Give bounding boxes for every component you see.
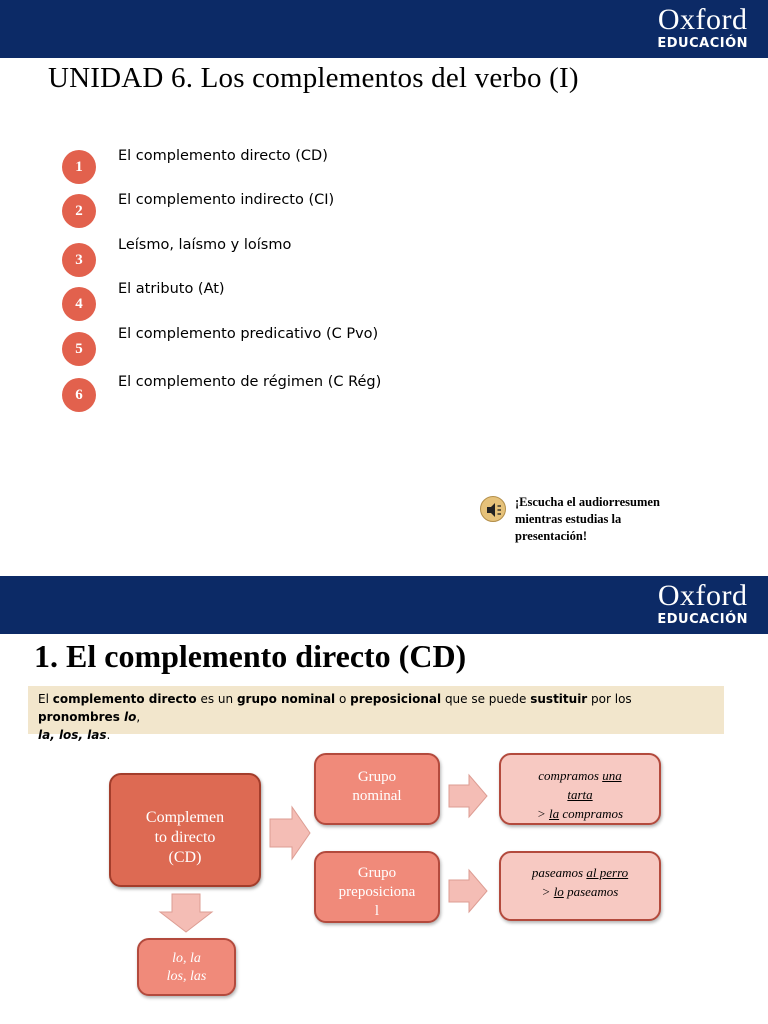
number-badge: 6 [62, 378, 96, 412]
down-arrow-icon [158, 893, 214, 933]
box-line: l [374, 903, 380, 919]
box-line: nominal [352, 788, 402, 804]
pronombres-box: lo, la los, las [137, 938, 236, 996]
table-of-contents: 1 El complemento directo (CD) 2 El compl… [0, 0, 768, 448]
slide-2: Oxford EDUCACIÓN 1. El complemento direc… [0, 576, 768, 1024]
audio-note[interactable]: ¡Escucha el audiorresumen mientras estud… [480, 494, 720, 554]
example-text: compramos [559, 806, 624, 821]
toc-item-5[interactable]: 5 El complemento predicativo (C Pvo) [0, 326, 768, 370]
box-line: lo, la [172, 951, 201, 966]
toc-item-label: Leísmo, laísmo y loísmo [118, 237, 292, 253]
example-underlined: tarta [567, 787, 593, 802]
logo-main-text: Oxford [657, 3, 748, 36]
right-arrow-icon [269, 805, 311, 861]
toc-item-label: El complemento de régimen (C Rég) [118, 374, 382, 390]
header-banner: Oxford EDUCACIÓN [0, 576, 768, 634]
grupo-preposicional-box: Grupo preposiciona l [314, 851, 440, 923]
number-badge: 3 [62, 243, 96, 277]
box-line: to directo [154, 829, 216, 846]
def-italic: la, los, las [38, 728, 107, 742]
logo-sub-text: EDUCACIÓN [657, 612, 748, 627]
def-text: . [106, 728, 111, 742]
example-underlined: la [548, 806, 560, 821]
toc-item-label: El complemento predicativo (C Pvo) [118, 326, 379, 342]
grupo-nominal-box: Grupo nominal [314, 753, 440, 825]
toc-item-3[interactable]: 3 Leísmo, laísmo y loísmo [0, 237, 768, 281]
example-text: paseamos [563, 884, 619, 899]
slide-gap [0, 448, 768, 576]
toc-item-4[interactable]: 4 El atributo (At) [0, 281, 768, 325]
toc-item-6[interactable]: 6 El complemento de régimen (C Rég) [0, 374, 768, 418]
complemento-directo-box: Complemen to directo (CD) [109, 773, 261, 887]
speaker-icon-graphic [487, 503, 501, 517]
example-box-2: paseamos al perro > lo paseamos [499, 851, 661, 921]
def-text: por los [587, 692, 632, 706]
box-line: (CD) [168, 849, 202, 866]
box-line: preposiciona [338, 884, 416, 900]
def-text: o [335, 692, 351, 706]
toc-item-1[interactable]: 1 El complemento directo (CD) [0, 148, 768, 192]
audio-line-1: ¡Escucha el audiorresumen [515, 495, 660, 509]
def-bold: preposicional [350, 692, 442, 706]
example-box-1: compramos una tarta > la compramos [499, 753, 661, 825]
def-bold: complemento directo [52, 692, 197, 706]
header-banner: Oxford EDUCACIÓN [0, 0, 768, 58]
def-bold: sustituir [530, 692, 588, 706]
def-bold: grupo nominal [236, 692, 336, 706]
oxford-logo: Oxford EDUCACIÓN [657, 3, 748, 52]
def-bold: pronombres [38, 710, 120, 724]
example-text: > [536, 806, 549, 821]
example-text: paseamos [531, 865, 587, 880]
def-text: es un [196, 692, 237, 706]
def-text: El [38, 692, 53, 706]
audio-note-text: ¡Escucha el audiorresumen mientras estud… [515, 494, 715, 545]
speaker-icon[interactable] [480, 496, 506, 522]
box-line: Grupo [357, 865, 397, 881]
definition-box: El complemento directo es un grupo nomin… [28, 686, 724, 742]
logo-main-text: Oxford [657, 579, 748, 612]
box-line: los, las [166, 969, 207, 984]
example-text: > [541, 884, 554, 899]
example-underlined: una [602, 768, 622, 783]
def-text: , [136, 710, 141, 724]
number-badge: 4 [62, 287, 96, 321]
toc-item-2[interactable]: 2 El complemento indirecto (CI) [0, 192, 768, 236]
slide-title: UNIDAD 6. Los complementos del verbo (I) [48, 62, 579, 94]
slide-title: 1. El complemento directo (CD) [34, 638, 467, 674]
number-badge: 1 [62, 150, 96, 184]
toc-item-label: El complemento directo (CD) [118, 148, 328, 164]
example-underlined: al perro [586, 865, 629, 880]
right-arrow-icon [448, 868, 488, 914]
audio-line-3: presentación! [515, 529, 587, 543]
def-italic: lo [119, 710, 137, 724]
box-line: Complemen [145, 809, 225, 826]
slide-1: Oxford EDUCACIÓN UNIDAD 6. Los complemen… [0, 0, 768, 448]
def-text: que se puede [441, 692, 531, 706]
right-arrow-icon [448, 773, 488, 819]
audio-line-2: mientras estudias la [515, 512, 622, 526]
oxford-logo: Oxford EDUCACIÓN [657, 579, 748, 628]
toc-item-label: El complemento indirecto (CI) [118, 192, 335, 208]
toc-item-label: El atributo (At) [118, 281, 225, 297]
example-underlined: lo [553, 884, 564, 899]
number-badge: 2 [62, 194, 96, 228]
number-badge: 5 [62, 332, 96, 366]
example-text: compramos [538, 768, 603, 783]
box-line: Grupo [357, 769, 397, 785]
cd-diagram: Complemen to directo (CD) Grupo nominal … [0, 576, 768, 1024]
logo-sub-text: EDUCACIÓN [657, 36, 748, 51]
